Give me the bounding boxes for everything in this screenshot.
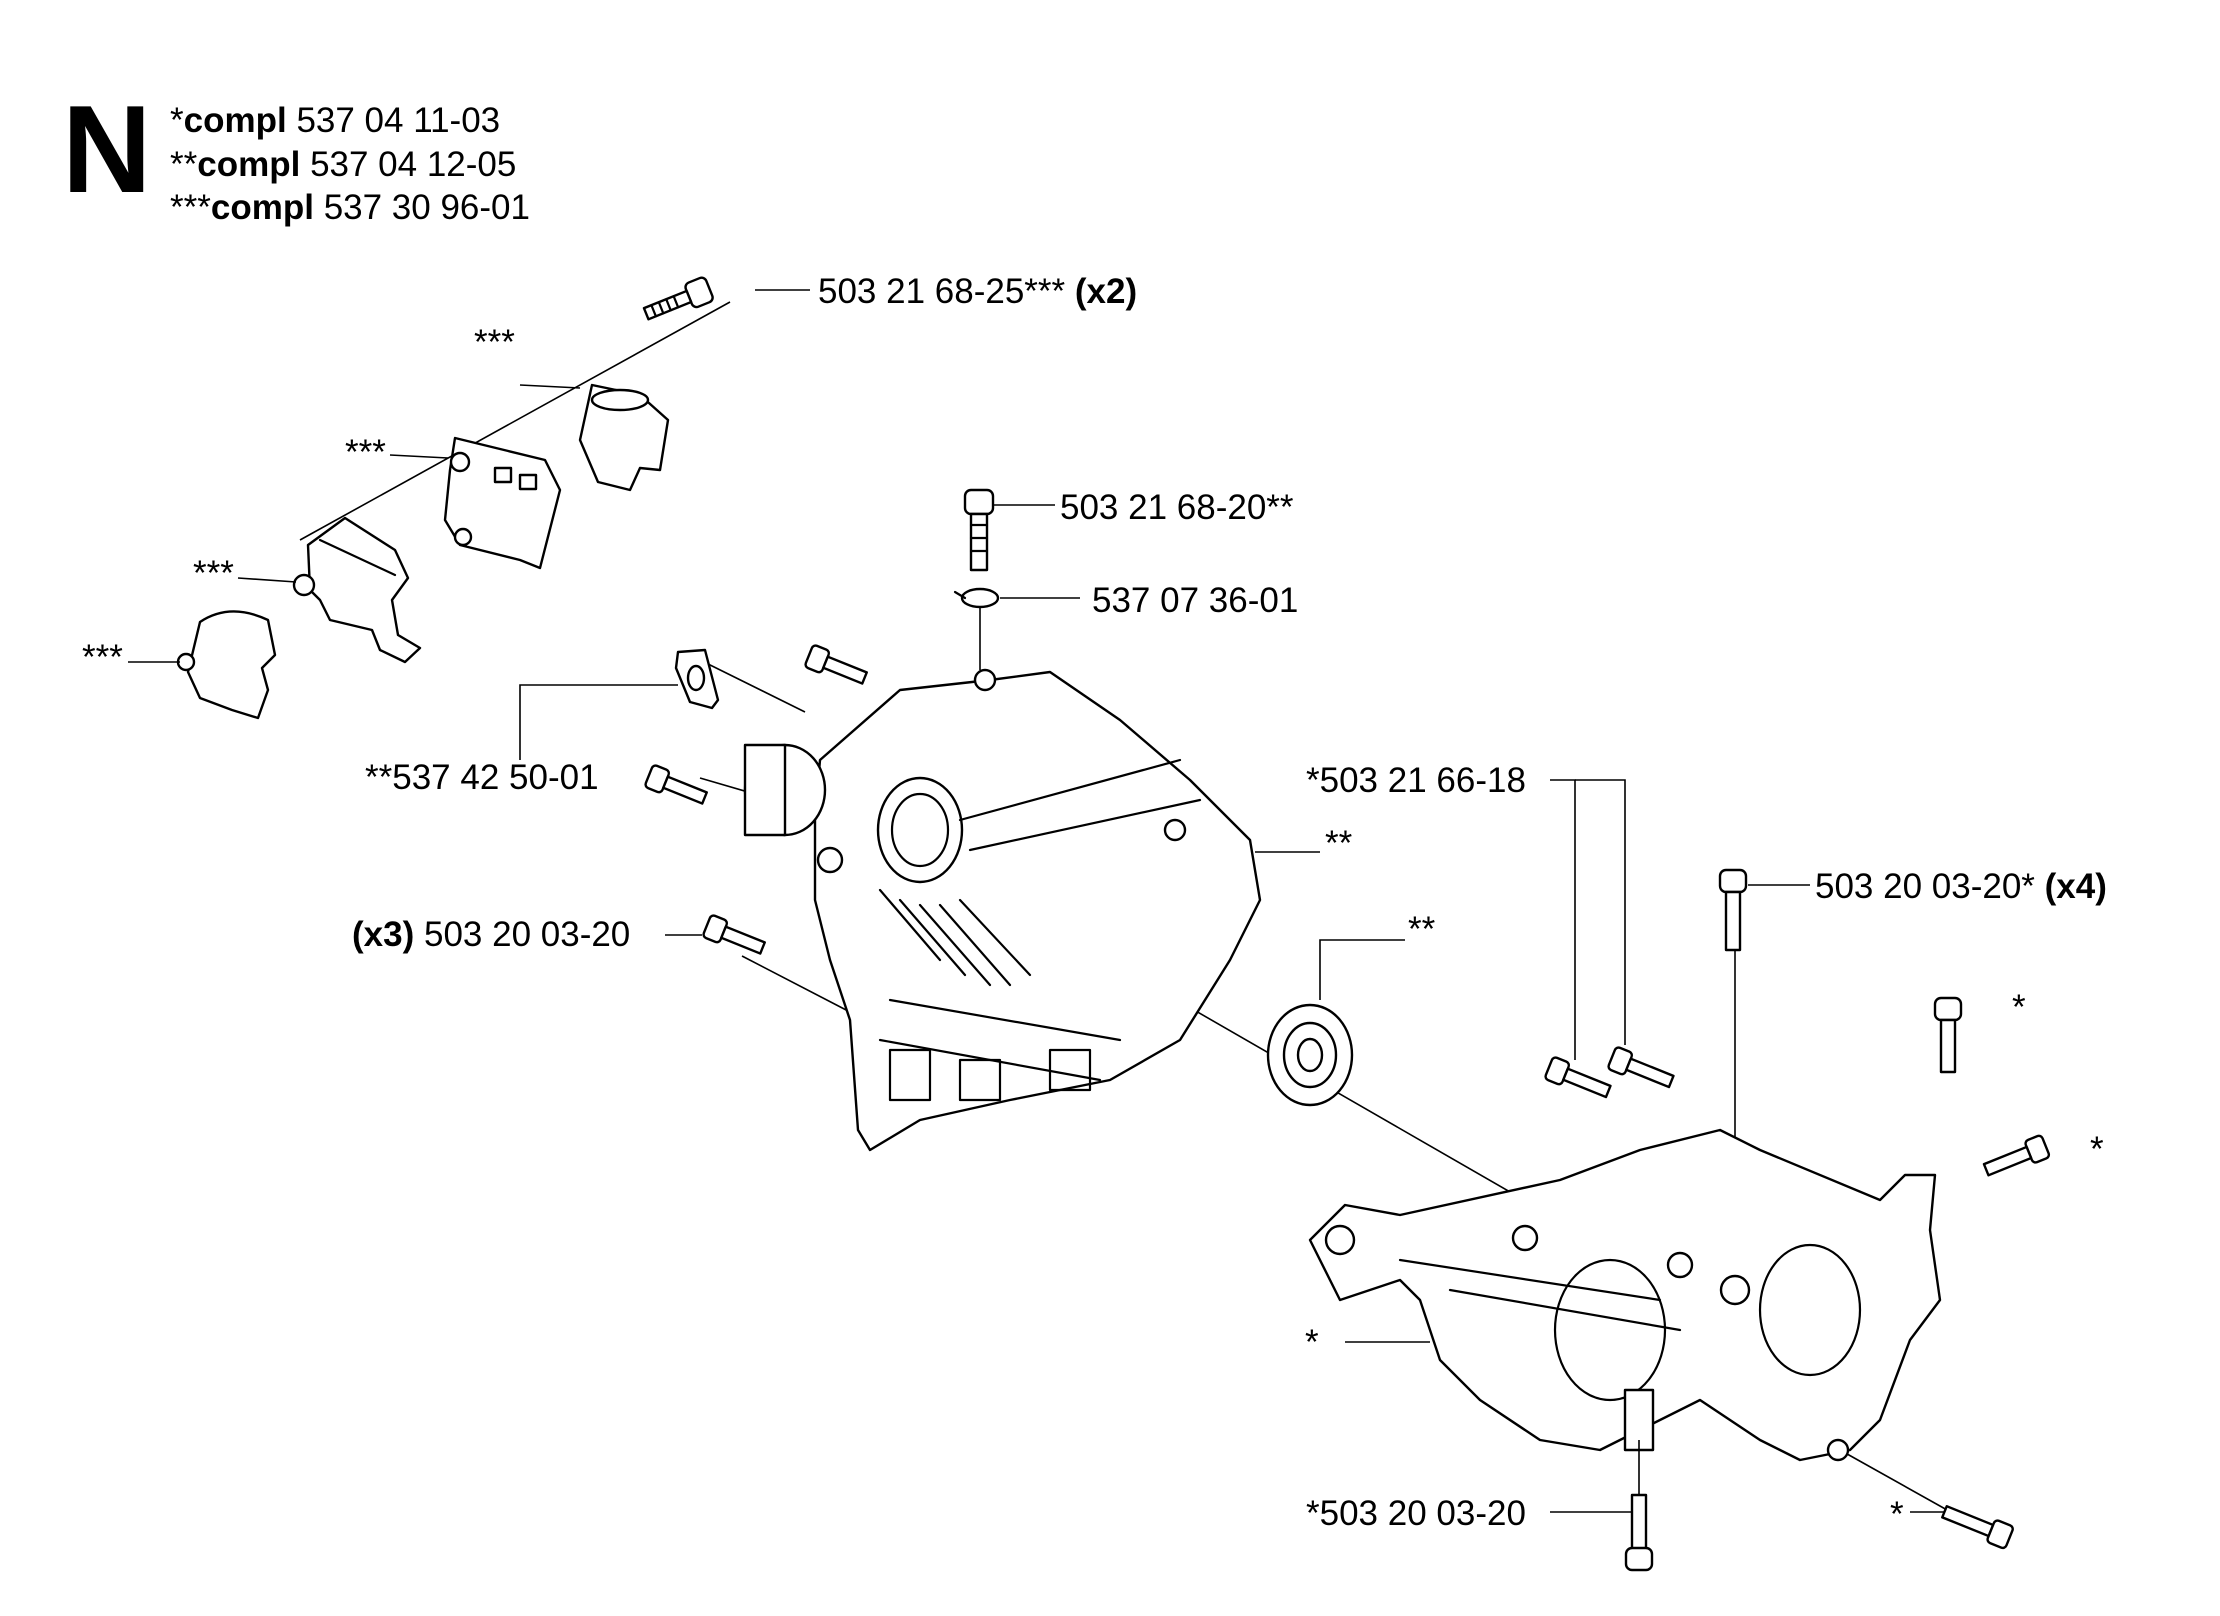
bearing-half-1-icon [578, 383, 670, 492]
mark-bearing: ** [1408, 910, 1436, 949]
mark-crankcase: ** [1325, 824, 1353, 863]
mark-lower-crankcase: * [1305, 1323, 1319, 1362]
screw-loose-icon [1933, 996, 1963, 1074]
kit-line-3: ***compl 537 30 96-01 [170, 188, 530, 227]
bearing-half-2-icon [443, 436, 562, 570]
mark-bearing-half-1: *** [474, 323, 515, 362]
screw-top-icon [642, 276, 714, 321]
mark-bearing-half-3: *** [193, 554, 234, 593]
label-screw-bottom: *503 20 03-20 [1306, 1494, 1526, 1533]
kit-line-1: *compl 537 04 11-03 [170, 101, 501, 140]
clip-icon [953, 587, 1000, 609]
mark-screw-c: * [1890, 1495, 1904, 1534]
label-screw-center: 503 21 68-20** [1060, 488, 1294, 527]
bearing-icon [1266, 1003, 1354, 1107]
guide-plate-icon [674, 648, 720, 710]
section-letter: N [62, 81, 152, 219]
label-screw-top: 503 21 68-25*** (x2) [818, 272, 1138, 311]
mark-bearing-half-4: *** [82, 638, 123, 677]
kit-line-2: **compl 537 04 12-05 [170, 145, 517, 184]
mark-screw-b: * [2090, 1130, 2104, 1169]
screw-side-icon [1982, 1134, 2051, 1177]
screw-right-top-icon [1718, 868, 1748, 952]
screw-lower-right-icon [1941, 1505, 2014, 1550]
bearing-half-4-icon [176, 610, 277, 720]
mark-bearing-half-2: *** [345, 433, 386, 472]
label-screws-right-top: 503 20 03-20* (x4) [1815, 867, 2107, 906]
bearing-half-3-icon [292, 516, 422, 664]
lower-crankcase-icon [1308, 1128, 1942, 1462]
screw-bottom-icon [1624, 1493, 1654, 1572]
mark-screw-a: * [2012, 988, 2026, 1027]
screw-pair-a-icon [1544, 1056, 1612, 1099]
screw-center-icon [963, 488, 995, 572]
label-screws-pair: *503 21 66-18 [1306, 761, 1526, 800]
label-clip: 537 07 36-01 [1092, 581, 1299, 620]
screw-crankcase-b-icon [644, 764, 708, 805]
screw-crankcase-c-icon [702, 914, 766, 955]
label-guide-plate: **537 42 50-01 [365, 758, 599, 797]
screw-crankcase-a-icon [804, 644, 868, 685]
crankcase-half-icon [743, 668, 1262, 1152]
screw-pair-b-icon [1607, 1046, 1675, 1089]
label-screws-left: (x3) 503 20 03-20 [352, 915, 631, 954]
